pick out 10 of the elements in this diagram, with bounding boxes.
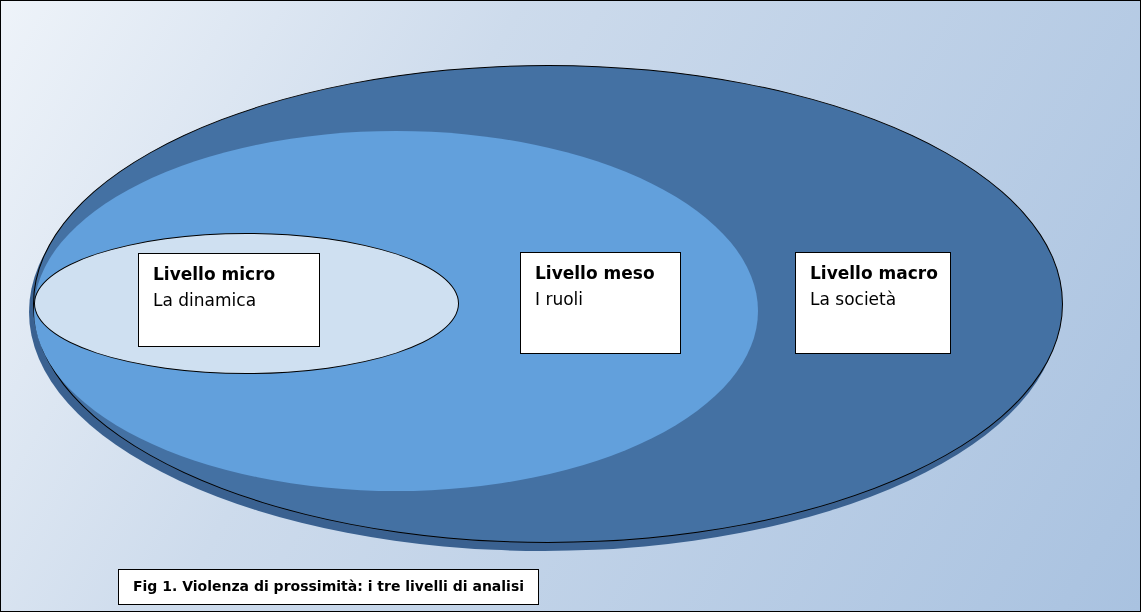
level-heading: Livello meso bbox=[535, 263, 655, 283]
figure-caption: Fig 1. Violenza di prossimità: i tre livelli di analisi bbox=[118, 569, 540, 605]
level-box bbox=[795, 252, 951, 354]
level-description: I ruoli bbox=[535, 289, 584, 309]
level-heading: Livello micro bbox=[153, 264, 276, 284]
level-description: La dinamica bbox=[153, 290, 257, 310]
level-heading: Livello macro bbox=[810, 263, 938, 283]
level-description: La società bbox=[810, 289, 897, 309]
level-box bbox=[138, 253, 320, 347]
level-box bbox=[520, 252, 681, 354]
